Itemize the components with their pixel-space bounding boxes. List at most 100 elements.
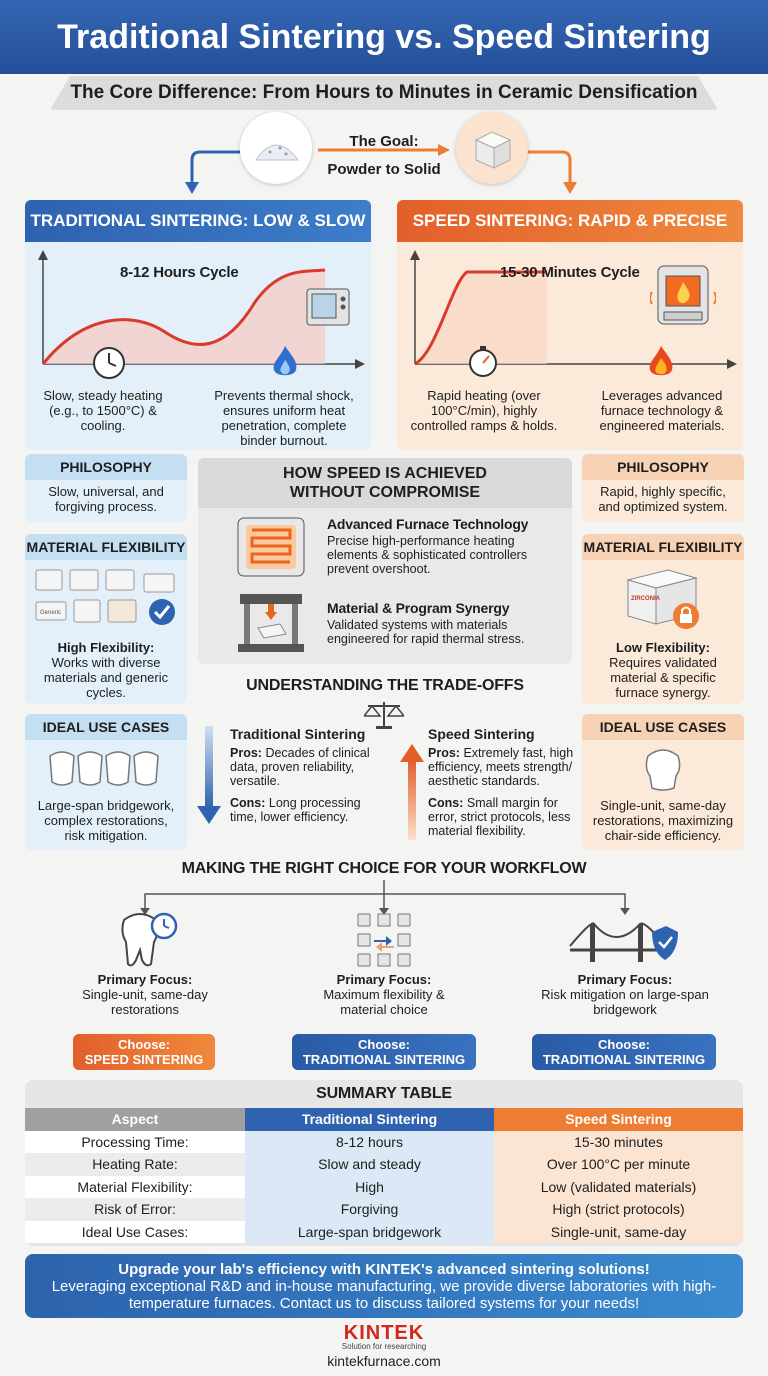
cell-traditional: Large-span bridgework xyxy=(245,1220,494,1243)
col-header-speed: Speed Sintering xyxy=(494,1108,743,1131)
table-row: Processing Time: 8-12 hours 15-30 minute… xyxy=(25,1130,743,1153)
traditional-note-left: Slow, steady heating (e.g., to 1500°C) &… xyxy=(43,388,163,433)
cell-traditional: Forgiving xyxy=(245,1198,494,1221)
traditional-cycle: 8-12 Hours Cycle xyxy=(120,264,239,281)
cell-speed: 15-30 minutes xyxy=(494,1130,743,1153)
speed-use-text: Single-unit, same-day restorations, maxi… xyxy=(592,798,734,843)
speed-up-arrow xyxy=(400,744,424,840)
tradeoffs-title: UNDERSTANDING THE TRADE-OFFS xyxy=(246,677,524,694)
traditional-chart xyxy=(38,250,365,369)
traditional-use-title: IDEAL USE CASES xyxy=(25,714,187,740)
blue-flame-icon xyxy=(270,344,300,380)
speed-use-title: IDEAL USE CASES xyxy=(582,714,744,740)
choose-traditional-button-3[interactable]: Choose:TRADITIONAL SINTERING xyxy=(532,1034,716,1070)
cell-speed: Over 100°C per minute xyxy=(494,1153,743,1176)
summary-table-title: SUMMARY TABLE xyxy=(316,1085,452,1102)
choice-1-focus: Primary Focus:Single-unit, same-day rest… xyxy=(82,972,208,1017)
cell-aspect: Heating Rate: xyxy=(25,1153,245,1176)
cell-aspect: Risk of Error: xyxy=(25,1198,245,1221)
speed-flexibility-text: Low Flexibility:Requires validated mater… xyxy=(609,640,717,700)
traditional-flexibility-title: MATERIAL FLEXIBILITY xyxy=(25,534,187,560)
furnace-press-icon xyxy=(236,590,306,654)
feature-1-text: Precise high-performance heating element… xyxy=(327,534,528,576)
cell-traditional: Slow and steady xyxy=(245,1153,494,1176)
traditional-heading: TRADITIONAL SINTERING: LOW & SLOW xyxy=(25,200,371,242)
choice-2-focus: Primary Focus:Maximum flexibility & mate… xyxy=(323,972,445,1017)
speed-furnace-icon xyxy=(649,262,717,338)
zirconia-box-label: ZIRCONIA xyxy=(631,596,661,602)
material-blocks-icon: Generic xyxy=(35,569,175,625)
trad-down-arrow xyxy=(197,726,221,824)
heating-element-icon xyxy=(236,516,306,578)
cell-aspect: Ideal Use Cases: xyxy=(25,1220,245,1243)
traditional-flexibility-text: High Flexibility:Works with diverse mate… xyxy=(43,640,169,700)
speed-cons: Cons: Small margin for error, strict pro… xyxy=(428,796,571,838)
clock-icon xyxy=(92,346,126,380)
oven-icon xyxy=(305,285,351,331)
speed-chart xyxy=(410,250,737,369)
bridge-teeth-icon xyxy=(49,751,159,786)
balance-scale-icon xyxy=(362,698,406,730)
single-tooth-icon xyxy=(645,749,681,791)
cell-traditional: 8-12 hours xyxy=(245,1130,494,1153)
cell-speed: Single-unit, same-day xyxy=(494,1220,743,1243)
feature-1-title: Advanced Furnace Technology xyxy=(327,516,529,532)
choose-speed-button-1[interactable]: Choose:SPEED SINTERING xyxy=(73,1034,215,1070)
powder-icon xyxy=(240,112,312,184)
table-row: Ideal Use Cases: Large-span bridgework S… xyxy=(25,1220,743,1243)
cta-headline: Upgrade your lab's efficiency with KINTE… xyxy=(118,1260,650,1278)
stopwatch-icon xyxy=(466,344,500,378)
trad-cons: Cons: Long processing time, lower effici… xyxy=(230,796,361,824)
col-header-aspect: Aspect xyxy=(25,1108,245,1131)
speed-pros: Pros: Extremely fast, high efficiency, m… xyxy=(428,746,574,788)
speed-cycle: 15-30 Minutes Cycle xyxy=(500,264,640,281)
goal-text: The Goal: Powder to Solid xyxy=(327,133,441,178)
table-row: Risk of Error: Forgiving High (strict pr… xyxy=(25,1198,743,1221)
col-header-traditional: Traditional Sintering xyxy=(245,1108,494,1131)
traditional-use-text: Large-span bridgework, complex restorati… xyxy=(37,798,175,843)
brand-footer: KINTEK Solution for researching kintekfu… xyxy=(284,1322,484,1369)
choice-3-focus: Primary Focus:Risk mitigation on large-s… xyxy=(541,972,709,1017)
feature-2-title: Material & Program Synergy xyxy=(327,600,510,616)
summary-table: Aspect Traditional Sintering Speed Sinte… xyxy=(25,1108,743,1243)
choose-traditional-button-2[interactable]: Choose:TRADITIONAL SINTERING xyxy=(292,1034,476,1070)
traditional-philosophy-text: Slow, universal, and forgiving process. xyxy=(48,484,164,514)
page-title: Traditional Sintering vs. Speed Sinterin… xyxy=(0,0,768,74)
cell-aspect: Material Flexibility: xyxy=(25,1175,245,1198)
generic-tape-label: Generic xyxy=(40,610,61,616)
bridge-shield-icon xyxy=(568,910,680,970)
speed-philosophy-title: PHILOSOPHY xyxy=(582,454,744,480)
cta-body: Leveraging exceptional R&D and in-house … xyxy=(51,1277,717,1312)
brand-url-link[interactable]: kintekfurnace.com xyxy=(327,1353,441,1369)
cell-traditional: High xyxy=(245,1175,494,1198)
material-grid-icon xyxy=(354,910,414,970)
traditional-note-right: Prevents thermal shock, ensures uniform … xyxy=(214,388,354,448)
goal-arrows xyxy=(185,144,577,194)
choice-title: MAKING THE RIGHT CHOICE FOR YOUR WORKFLO… xyxy=(181,860,587,877)
choice-connectors xyxy=(140,880,630,915)
feature-2-text: Validated systems with materials enginee… xyxy=(327,618,525,646)
trad-tradeoff-title: Traditional Sintering xyxy=(230,726,366,742)
cta-banner[interactable]: Upgrade your lab's efficiency with KINTE… xyxy=(25,1254,743,1318)
orange-flame-icon xyxy=(646,344,676,380)
table-row: Material Flexibility: High Low (validate… xyxy=(25,1175,743,1198)
speed-note-left: Rapid heating (over 100°C/min), highly c… xyxy=(410,388,558,433)
trad-pros: Pros: Decades of clinical data, proven r… xyxy=(230,746,370,788)
tooth-clock-icon xyxy=(118,910,182,970)
validated-box-lock-icon: ZIRCONIA xyxy=(626,569,699,629)
speed-tradeoff-title: Speed Sintering xyxy=(428,726,535,742)
speed-flexibility-title: MATERIAL FLEXIBILITY xyxy=(582,534,744,560)
cell-speed: High (strict protocols) xyxy=(494,1198,743,1221)
traditional-philosophy-title: PHILOSOPHY xyxy=(25,454,187,480)
table-row: Heating Rate: Slow and steady Over 100°C… xyxy=(25,1153,743,1176)
cell-aspect: Processing Time: xyxy=(25,1130,245,1153)
speed-note-right: Leverages advanced furnace technology & … xyxy=(599,388,725,433)
how-speed-title: HOW SPEED IS ACHIEVED WITHOUT COMPROMISE xyxy=(198,458,572,508)
cell-speed: Low (validated materials) xyxy=(494,1175,743,1198)
page-subtitle: The Core Difference: From Hours to Minut… xyxy=(50,76,718,110)
brand-tagline: Solution for researching xyxy=(341,1342,427,1351)
solid-block-icon xyxy=(456,112,528,184)
speed-philosophy-text: Rapid, highly specific, and optimized sy… xyxy=(598,484,728,514)
brand-logo: KINTEK xyxy=(343,1322,425,1344)
speed-heading: SPEED SINTERING: RAPID & PRECISE xyxy=(397,200,743,242)
